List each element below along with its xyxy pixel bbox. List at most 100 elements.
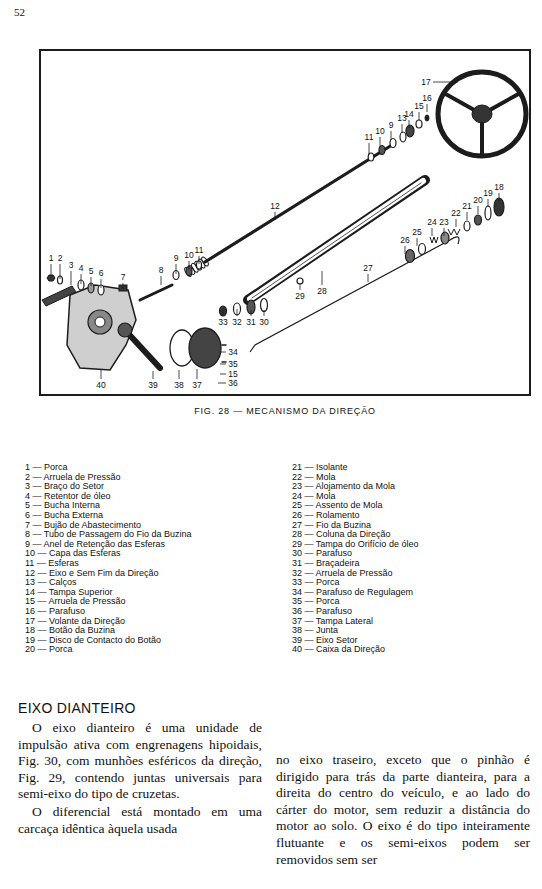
leader-line (405, 246, 406, 254)
leader-line (444, 228, 445, 236)
callout-number: 23 (439, 217, 448, 227)
parts-list-item: 36 — Parafuso (292, 606, 352, 616)
body-paragraph: O diferencial está montado em uma carcaç… (18, 804, 262, 837)
leader-line (71, 271, 72, 285)
spring (448, 229, 460, 235)
steering-column-bore (250, 181, 423, 299)
callout-number: 22 (451, 208, 460, 218)
worm-thread (183, 267, 192, 278)
callout-number: 18 (494, 182, 503, 192)
leader-line (456, 219, 457, 227)
leader-line (478, 206, 479, 214)
wheel-spoke (446, 94, 475, 110)
nut (475, 215, 482, 225)
parts-list-item: 3 — Braço do Setor (25, 481, 104, 491)
contact-disc (485, 206, 491, 220)
parts-list-item: 8 — Tubo de Passagem do Fio da Buzina (25, 529, 192, 539)
callout-number: 33 (218, 317, 227, 327)
leader-line (402, 124, 403, 133)
leader-line (161, 276, 162, 285)
parts-list-item: 27 — Fio da Buzina (292, 520, 371, 530)
wheel-spoke (480, 122, 484, 154)
parts-list-item: 6 — Bucha Externa (25, 510, 103, 520)
page-number: 52 (14, 6, 25, 18)
housing-bore-inner (95, 317, 105, 327)
bolt (425, 115, 429, 121)
parts-list-item: 39 — Eixo Setor (292, 635, 358, 645)
steering-shaft (205, 145, 392, 262)
section-heading: EIXO DIANTEIRO (18, 700, 136, 716)
parts-list-item: 20 — Porca (25, 644, 73, 654)
parts-list-item: 10 — Capa das Esferas (25, 548, 121, 558)
leader-line (176, 264, 177, 274)
wheel-hub (472, 105, 492, 123)
callout-number: 8 (159, 265, 164, 275)
body-paragraph: O eixo dianteiro é uma unidade de impuls… (18, 720, 262, 803)
spring-seat (419, 244, 426, 255)
leader-line (369, 143, 370, 155)
parts-list-item: 38 — Junta (292, 625, 338, 635)
callout-number: 28 (317, 286, 326, 296)
callout-number: 40 (96, 380, 105, 390)
callout-number: 9 (174, 253, 179, 263)
leader-line (60, 264, 61, 279)
callout-number: 4 (79, 263, 84, 273)
callout-number: 25 (412, 227, 421, 237)
leader-line (300, 283, 301, 290)
callout-number: 6 (99, 268, 104, 278)
steering-gear-housing (67, 285, 136, 370)
spring-housing (441, 232, 449, 244)
callout-number: 24 (427, 217, 436, 227)
callout-number: 3 (69, 260, 74, 270)
leader-line (101, 370, 102, 379)
shims (400, 132, 406, 142)
callout-number: 34 (228, 347, 237, 357)
callout-number: 15 (228, 369, 237, 379)
leader-line (322, 271, 323, 285)
callout-number: 11 (195, 245, 204, 255)
leader-line (391, 131, 392, 140)
parts-list-item: 9 — Anel de Retenção das Esferas (25, 539, 165, 549)
leader-line (51, 264, 52, 277)
wheel-spoke (490, 94, 519, 110)
callout-number: 10 (184, 250, 193, 260)
bearing (406, 250, 415, 263)
parts-list-item: 12 — Eixo e Sem Fim da Direção (25, 568, 159, 578)
leader-line (218, 383, 226, 384)
bolt (222, 361, 226, 363)
leader-line (81, 274, 82, 284)
bolt (261, 299, 268, 312)
callout-number: 38 (174, 380, 183, 390)
nut (220, 306, 227, 316)
parts-list-item: 22 — Mola (292, 472, 336, 482)
horn-wire (250, 237, 459, 352)
leader-line (197, 369, 198, 379)
leader-line (427, 104, 428, 112)
leader-line (220, 374, 226, 375)
side-cover (189, 328, 221, 368)
worm-thread (194, 260, 203, 271)
callout-number: 26 (400, 235, 409, 245)
insulator (464, 221, 470, 231)
leader-line (467, 212, 468, 220)
parts-list-item: 18 — Botão da Buzina (25, 625, 115, 635)
sector-gear (118, 323, 132, 337)
callout-number: 1 (49, 253, 54, 263)
spring (430, 237, 438, 243)
parts-list-item: 23 — Alojamento da Mola (292, 481, 395, 491)
leader-line (368, 274, 369, 282)
figure-caption: FIG. 28 — MECANISMO DA DIREÇÃO (194, 406, 376, 416)
body-paragraph: no eixo traseiro, exceto que o pinhão é … (276, 752, 530, 868)
leader-line (189, 261, 190, 270)
callout-number: 17 (421, 77, 430, 87)
callout-number: 30 (259, 317, 268, 327)
parts-list-item: 7 — Bujão de Abastecimento (25, 520, 141, 530)
parts-list-item: 11 — Esferas (25, 558, 79, 568)
steering-column-axis (252, 183, 421, 298)
leader-line (251, 310, 252, 316)
parts-list-item: 31 — Braçadeira (292, 558, 360, 568)
callout-number: 21 (462, 201, 471, 211)
callout-number: 36 (228, 378, 237, 388)
callout-number: 5 (89, 266, 94, 276)
